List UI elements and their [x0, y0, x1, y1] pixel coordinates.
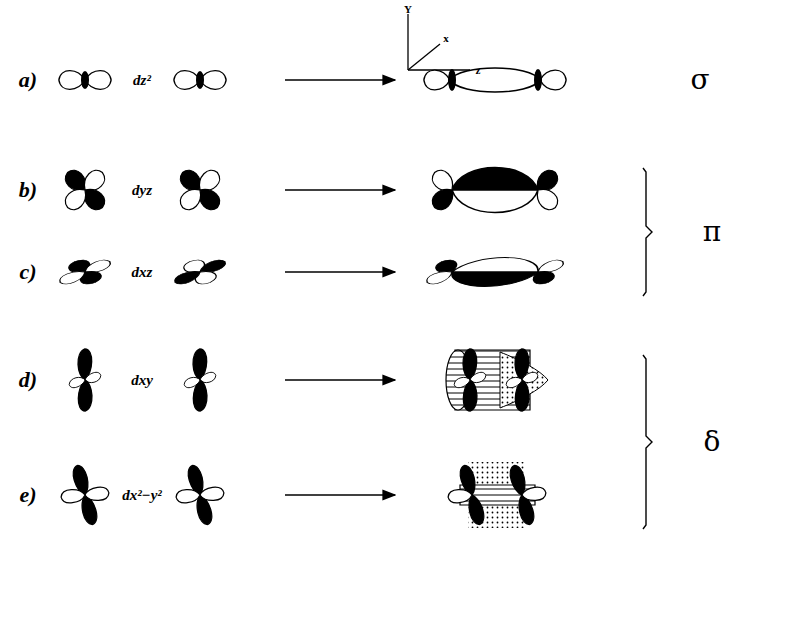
- orbital-name: dx²−y²: [122, 488, 162, 503]
- bond-symbol: π: [703, 218, 721, 246]
- row-letter: c): [19, 261, 36, 283]
- row-letter: e): [19, 484, 36, 506]
- axis-label: z: [476, 65, 481, 76]
- axis-label: x: [443, 33, 449, 44]
- row-letter: d): [19, 369, 37, 391]
- axis-label: Y: [404, 4, 412, 15]
- orbital-name: dyz: [132, 183, 152, 198]
- row-letter: b): [19, 179, 37, 201]
- bond-symbol: σ: [690, 66, 709, 94]
- orbital-name: dxy: [131, 373, 153, 388]
- row-letter: a): [19, 69, 37, 91]
- bond-symbol: δ: [704, 428, 721, 456]
- orbital-name: dxz: [132, 265, 153, 280]
- orbital-name: dz²: [133, 73, 151, 88]
